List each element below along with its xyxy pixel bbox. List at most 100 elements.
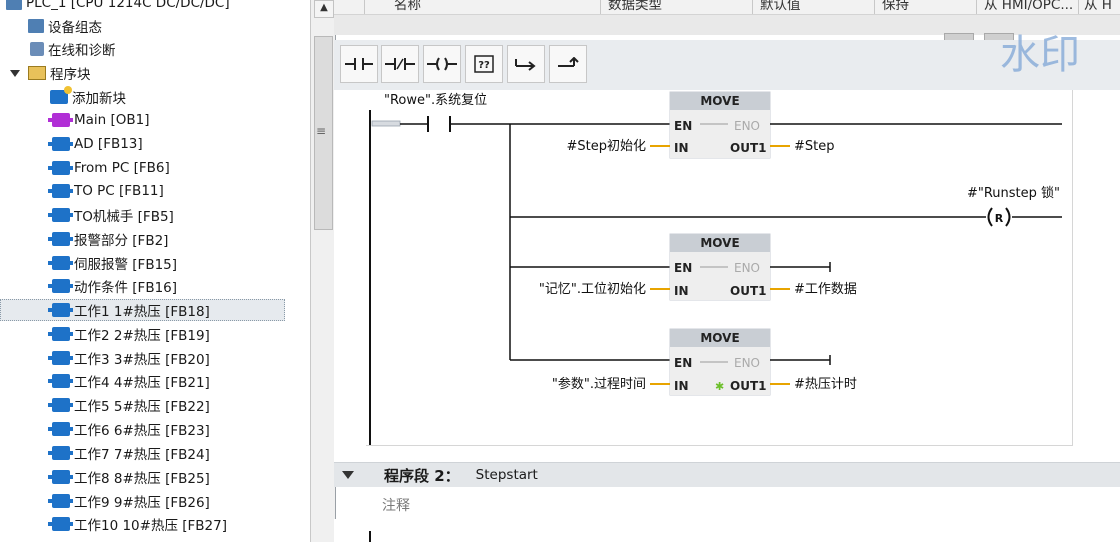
column-divider <box>976 0 977 14</box>
nc-contact-icon[interactable] <box>381 45 419 83</box>
fb-block-icon <box>48 256 73 270</box>
empty-box-icon[interactable]: ?? <box>465 45 503 83</box>
tree-item-label: Main [OB1] <box>74 112 150 128</box>
chevron-down-icon[interactable] <box>342 471 354 479</box>
tree-item-program-blocks[interactable]: 程序块 <box>0 62 310 84</box>
move3-in-operand[interactable]: "参数".过程时间 <box>552 376 646 392</box>
fb-block-icon <box>48 422 73 436</box>
tree-item-fb19[interactable]: 工作2 2#热压 [FB19] <box>0 323 310 345</box>
selected-wire[interactable] <box>371 120 401 127</box>
reset-coil-tag[interactable]: #"Runstep 锁" <box>967 185 1060 201</box>
tree-item-fb25[interactable]: 工作8 8#热压 [FB25] <box>0 466 310 488</box>
table-empty-row <box>334 14 1120 35</box>
tree-item-plc[interactable]: PLC_1 [CPU 1214C DC/DC/DC] <box>0 0 310 14</box>
tree-scrollbar[interactable]: ▲ ≡ <box>310 0 336 542</box>
fb-block-icon <box>48 517 73 531</box>
tree-item-fb23[interactable]: 工作6 6#热压 [FB23] <box>0 418 310 440</box>
reset-coil-icon[interactable]: R <box>987 207 1011 227</box>
fb-block-icon <box>48 137 73 151</box>
scrollbar-thumb[interactable] <box>314 36 333 230</box>
column-divider <box>752 0 753 14</box>
tree-item-label: From PC [FB6] <box>74 160 170 176</box>
network-name[interactable]: Stepstart <box>475 467 538 483</box>
plc-icon <box>6 0 22 10</box>
column-header-hmi[interactable]: 从 HMI/OPC... <box>984 0 1074 13</box>
column-header-retain[interactable]: 保持 <box>882 0 909 13</box>
column-header-datatype[interactable]: 数据类型 <box>608 0 662 13</box>
fb-block-icon <box>48 494 73 508</box>
network-comment[interactable]: 注释 <box>366 487 1120 520</box>
move3-out-operand[interactable]: #热压计时 <box>794 377 857 392</box>
no-contact-icon[interactable] <box>340 45 378 83</box>
in-pin: IN <box>674 141 689 155</box>
tree-item-fb15[interactable]: 伺服报警 [FB15] <box>0 252 310 274</box>
network-2-header[interactable]: 程序段 2： Stepstart <box>334 462 1120 487</box>
tree-item-label: 工作2 2#热压 [FB19] <box>74 328 210 344</box>
column-header-h[interactable]: 从 H <box>1084 0 1112 13</box>
tree-item-fb2[interactable]: 报警部分 [FB2] <box>0 228 310 250</box>
tree-item-fb18[interactable]: 工作1 1#热压 [FB18] <box>0 299 285 321</box>
tree-item-device-config[interactable]: 设备组态 <box>0 15 310 37</box>
online-diagnostics-icon <box>30 42 44 56</box>
coil-icon[interactable] <box>423 45 461 83</box>
move-block-2[interactable]: MOVE EN ENO IN OUT1 <box>669 233 771 301</box>
contact-tag[interactable]: "Rowe".系统复位 <box>384 93 487 108</box>
open-branch-icon[interactable] <box>507 45 545 83</box>
out1-pin: OUT1 <box>730 284 766 298</box>
tree-item-label: 设备组态 <box>48 20 102 36</box>
fb-block-icon <box>48 374 73 388</box>
tree-item-fb6[interactable]: From PC [FB6] <box>0 157 310 179</box>
tree-item-label: 工作1 1#热压 [FB18] <box>74 304 210 320</box>
move2-out-operand[interactable]: #工作数据 <box>794 282 857 297</box>
tree-item-fb22[interactable]: 工作5 5#热压 [FB22] <box>0 394 310 416</box>
network-2-body <box>334 519 1120 542</box>
reset-coil-symbol: R <box>995 212 1004 225</box>
tree-item-fb27[interactable]: 工作10 10#热压 [FB27] <box>0 513 310 535</box>
move1-in-operand[interactable]: #Step初始化 <box>567 139 647 154</box>
tree-item-online-diagnostics[interactable]: 在线和诊断 <box>0 38 310 60</box>
tree-item-fb21[interactable]: 工作4 4#热压 [FB21] <box>0 370 310 392</box>
watermark-text: 水印 <box>1000 32 1080 78</box>
tree-item-main-ob1[interactable]: Main [OB1] <box>0 109 310 131</box>
tree-item-label: 工作6 6#热压 [FB23] <box>74 423 210 439</box>
tree-item-label: 工作4 4#热压 [FB21] <box>74 375 210 391</box>
out1-pin: OUT1 <box>730 141 766 155</box>
out1-pin: OUT1 <box>730 379 766 393</box>
tree-item-label: 伺服报警 [FB15] <box>74 257 178 273</box>
conversion-icon: ✱ <box>715 380 724 393</box>
move-title: MOVE <box>700 94 739 108</box>
tree-item-label: 报警部分 [FB2] <box>74 233 169 249</box>
tree-item-fb5[interactable]: TO机械手 [FB5] <box>0 204 310 226</box>
tree-item-fb24[interactable]: 工作7 7#热压 [FB24] <box>0 442 310 464</box>
chevron-down-icon[interactable] <box>10 69 20 77</box>
en-pin: EN <box>674 119 692 133</box>
tree-item-fb16[interactable]: 动作条件 [FB16] <box>0 275 310 297</box>
tree-item-fb26[interactable]: 工作9 9#热压 [FB26] <box>0 490 310 512</box>
tree-item-label: 工作10 10#热压 [FB27] <box>74 518 227 534</box>
move2-in-operand[interactable]: "记忆".工位初始化 <box>539 281 646 297</box>
move-block-3[interactable]: MOVE EN ENO IN ✱ OUT1 <box>669 328 771 396</box>
close-branch-icon[interactable] <box>549 45 587 83</box>
tree-item-label: PLC_1 [CPU 1214C DC/DC/DC] <box>26 0 230 11</box>
tree-item-add-block[interactable]: 添加新块 <box>0 86 310 108</box>
tree-item-label: 工作8 8#热压 [FB25] <box>74 471 210 487</box>
ladder-toolbar: ?? <box>334 40 1120 91</box>
device-config-icon <box>28 19 44 33</box>
in-pin: IN <box>674 284 689 298</box>
tree-item-label: 动作条件 [FB16] <box>74 280 178 296</box>
move-block-1[interactable]: MOVE EN ENO IN OUT1 <box>669 91 771 159</box>
tree-item-label: AD [FB13] <box>74 136 143 152</box>
column-header-default[interactable]: 默认值 <box>760 0 801 13</box>
tree-item-fb20[interactable]: 工作3 3#热压 [FB20] <box>0 347 310 369</box>
tree-item-label: 在线和诊断 <box>48 43 116 59</box>
fb-block-icon <box>48 303 73 317</box>
fb-block-icon <box>48 398 73 412</box>
scroll-up-icon[interactable]: ▲ <box>314 0 334 18</box>
tree-item-fb11[interactable]: TO PC [FB11] <box>0 180 310 202</box>
column-divider <box>600 0 601 14</box>
fb-block-icon <box>48 351 73 365</box>
tree-item-fb13[interactable]: AD [FB13] <box>0 133 310 155</box>
column-header-name[interactable]: 名称 <box>394 0 421 13</box>
svg-text:??: ?? <box>478 60 490 71</box>
move1-out-operand[interactable]: #Step <box>794 139 835 154</box>
